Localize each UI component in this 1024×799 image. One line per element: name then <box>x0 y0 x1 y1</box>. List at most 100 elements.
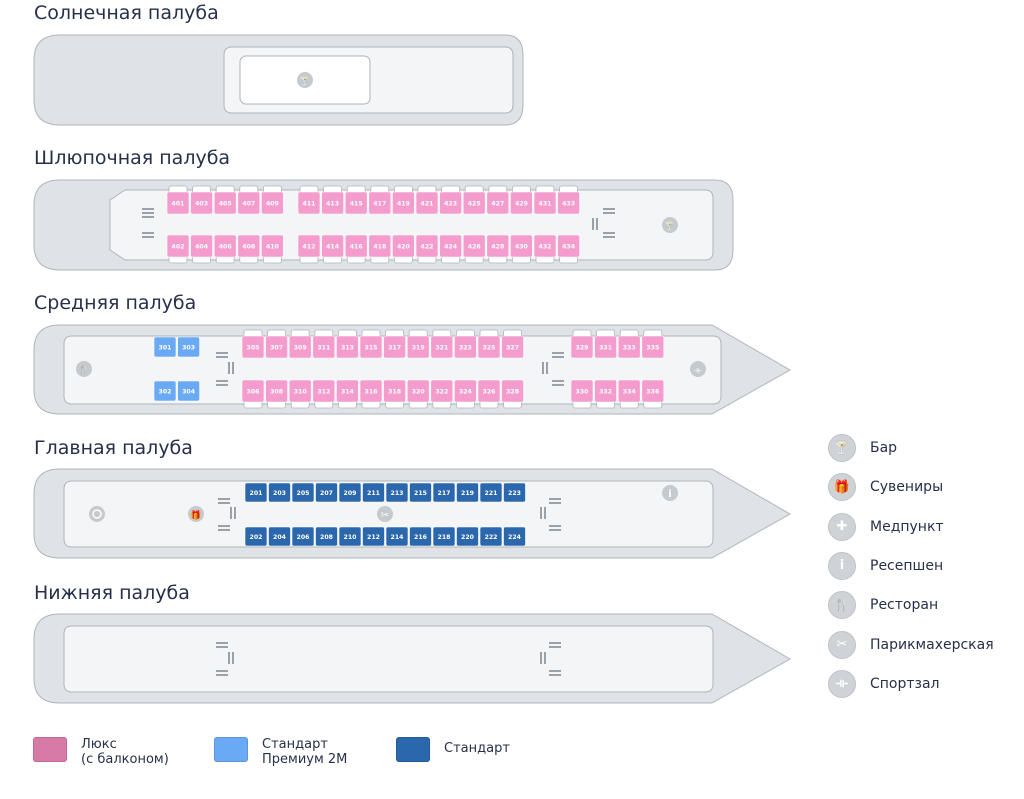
cabin-307[interactable]: 307 <box>265 329 288 359</box>
cabin-211[interactable]: 211 <box>362 482 385 503</box>
cabin-201[interactable]: 201 <box>244 482 268 503</box>
cabin-412[interactable]: 412 <box>297 234 321 264</box>
cabin-411[interactable]: 411 <box>297 185 321 215</box>
cabin-number: 412 <box>303 243 316 250</box>
cabin-221[interactable]: 221 <box>479 482 503 503</box>
cabin-218[interactable]: 218 <box>432 526 456 547</box>
cabin-417[interactable]: 417 <box>368 185 392 215</box>
cabin-303[interactable]: 303 <box>177 336 200 358</box>
cabin-409[interactable]: 409 <box>261 185 284 215</box>
cabin-424[interactable]: 424 <box>439 234 462 264</box>
cabin-318[interactable]: 318 <box>383 379 406 409</box>
cabin-311[interactable]: 311 <box>312 329 336 359</box>
cabin-415[interactable]: 415 <box>344 185 368 215</box>
cabin-335[interactable]: 335 <box>641 329 665 359</box>
cabin-216[interactable]: 216 <box>409 526 432 547</box>
cabin-422[interactable]: 422 <box>415 234 439 264</box>
cabin-429[interactable]: 429 <box>510 185 533 215</box>
cabin-322[interactable]: 322 <box>430 379 454 409</box>
cabin-205[interactable]: 205 <box>291 482 315 503</box>
cabin-419[interactable]: 419 <box>392 185 415 215</box>
cabin-427[interactable]: 427 <box>486 185 510 215</box>
legend-service-label: Медпункт <box>870 518 944 535</box>
cabin-214[interactable]: 214 <box>385 526 409 547</box>
cabin-403[interactable]: 403 <box>190 185 213 215</box>
cabin-428[interactable]: 428 <box>486 234 510 264</box>
cabin-323[interactable]: 323 <box>454 329 477 359</box>
cabin-217[interactable]: 217 <box>432 482 456 503</box>
cabin-215[interactable]: 215 <box>409 482 432 503</box>
cabin-306[interactable]: 306 <box>241 379 265 409</box>
cabin-425[interactable]: 425 <box>462 185 486 215</box>
cabin-333[interactable]: 333 <box>617 329 641 359</box>
cabin-224[interactable]: 224 <box>503 526 526 547</box>
cabin-308[interactable]: 308 <box>265 379 288 409</box>
cabin-210[interactable]: 210 <box>338 526 362 547</box>
cabin-326[interactable]: 326 <box>477 379 501 409</box>
cabin-431[interactable]: 431 <box>533 185 557 215</box>
cabin-407[interactable]: 407 <box>237 185 261 215</box>
cabin-number: 327 <box>506 344 519 351</box>
cabin-426[interactable]: 426 <box>462 234 486 264</box>
cabin-321[interactable]: 321 <box>430 329 454 359</box>
stairs-lower-fore <box>216 642 234 676</box>
cabin-203[interactable]: 203 <box>268 482 291 503</box>
cabin-405[interactable]: 405 <box>213 185 237 215</box>
cabin-320[interactable]: 320 <box>406 379 430 409</box>
cabin-209[interactable]: 209 <box>338 482 362 503</box>
cabin-416[interactable]: 416 <box>344 234 368 264</box>
cabin-433[interactable]: 433 <box>557 185 580 215</box>
cabin-222[interactable]: 222 <box>479 526 503 547</box>
cabin-324[interactable]: 324 <box>454 379 477 409</box>
cabin-420[interactable]: 420 <box>392 234 415 264</box>
cabin-207[interactable]: 207 <box>315 482 338 503</box>
cabin-213[interactable]: 213 <box>385 482 409 503</box>
cabin-432[interactable]: 432 <box>533 234 557 264</box>
cabin-309[interactable]: 309 <box>288 329 312 359</box>
cabin-202[interactable]: 202 <box>244 526 268 547</box>
cabin-305[interactable]: 305 <box>241 329 265 359</box>
cabin-327[interactable]: 327 <box>501 329 524 359</box>
cabin-314[interactable]: 314 <box>336 379 359 409</box>
cabin-302[interactable]: 302 <box>153 380 177 402</box>
cabin-204[interactable]: 204 <box>268 526 291 547</box>
cabin-304[interactable]: 304 <box>177 380 200 402</box>
cabin-434[interactable]: 434 <box>557 234 580 264</box>
cabin-336[interactable]: 336 <box>641 379 665 409</box>
cabin-421[interactable]: 421 <box>415 185 439 215</box>
cabin-423[interactable]: 423 <box>439 185 462 215</box>
cabin-301[interactable]: 301 <box>153 336 177 358</box>
cabin-329[interactable]: 329 <box>570 329 594 359</box>
cabin-406[interactable]: 406 <box>213 234 237 264</box>
cabin-332[interactable]: 332 <box>594 379 617 409</box>
cabin-220[interactable]: 220 <box>456 526 479 547</box>
cabin-418[interactable]: 418 <box>368 234 392 264</box>
cabin-206[interactable]: 206 <box>291 526 315 547</box>
cabin-223[interactable]: 223 <box>503 482 526 503</box>
cabin-312[interactable]: 312 <box>312 379 336 409</box>
cabin-315[interactable]: 315 <box>359 329 383 359</box>
cabin-208[interactable]: 208 <box>315 526 338 547</box>
cabin-212[interactable]: 212 <box>362 526 385 547</box>
cabin-413[interactable]: 413 <box>321 185 344 215</box>
cabin-402[interactable]: 402 <box>166 234 190 264</box>
cabin-310[interactable]: 310 <box>288 379 312 409</box>
cabin-325[interactable]: 325 <box>477 329 501 359</box>
cabin-401[interactable]: 401 <box>166 185 190 215</box>
cabin-414[interactable]: 414 <box>321 234 344 264</box>
cabin-316[interactable]: 316 <box>359 379 383 409</box>
cabin-331[interactable]: 331 <box>594 329 617 359</box>
cabin-219[interactable]: 219 <box>456 482 479 503</box>
cabin-328[interactable]: 328 <box>501 379 524 409</box>
cabin-number: 305 <box>247 344 260 351</box>
cabin-410[interactable]: 410 <box>261 234 284 264</box>
cabin-317[interactable]: 317 <box>383 329 406 359</box>
cabin-430[interactable]: 430 <box>510 234 533 264</box>
cabin-404[interactable]: 404 <box>190 234 213 264</box>
cabin-319[interactable]: 319 <box>406 329 430 359</box>
cabin-number: 306 <box>247 388 260 395</box>
cabin-313[interactable]: 313 <box>336 329 359 359</box>
cabin-408[interactable]: 408 <box>237 234 261 264</box>
cabin-334[interactable]: 334 <box>617 379 641 409</box>
cabin-330[interactable]: 330 <box>570 379 594 409</box>
